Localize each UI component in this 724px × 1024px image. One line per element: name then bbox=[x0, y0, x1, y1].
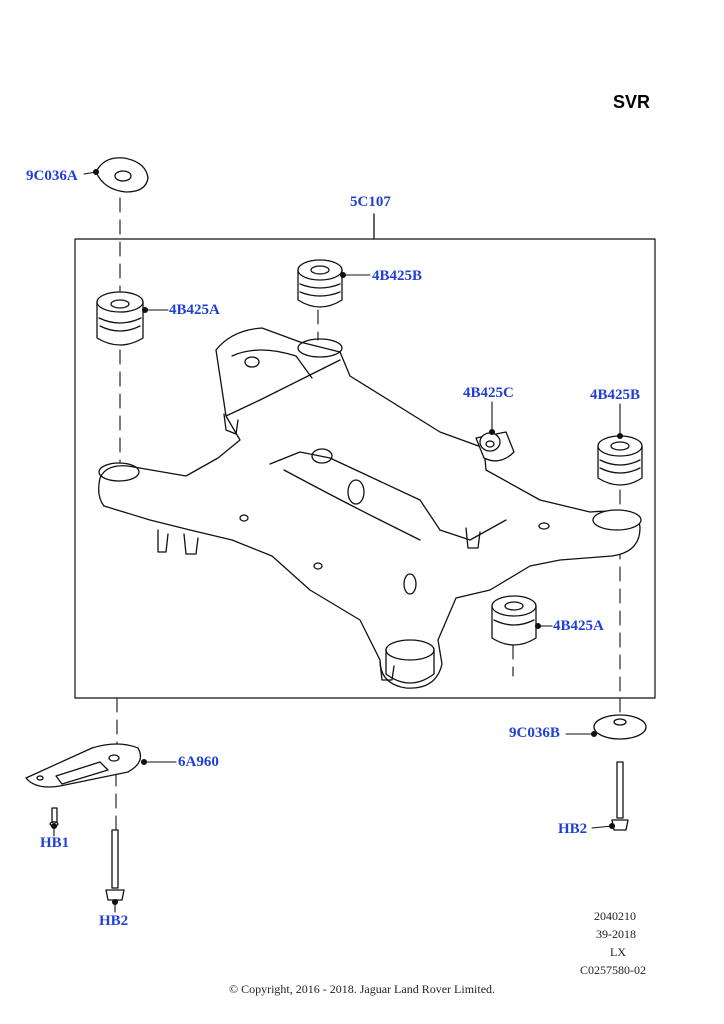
callout-hb1[interactable]: HB1 bbox=[40, 835, 70, 851]
bracket-6a960-part bbox=[25, 743, 142, 788]
variant-label: SVR bbox=[612, 92, 650, 112]
washer-9c036b-part bbox=[593, 714, 647, 740]
bush-4b425b-top-part bbox=[297, 259, 343, 308]
info-line-3: LX bbox=[610, 945, 626, 959]
callout-5c107[interactable]: 5C107 bbox=[350, 194, 391, 210]
callout-leaders bbox=[50, 168, 624, 913]
callout-4b425c[interactable]: 4B425C bbox=[463, 385, 514, 401]
callout-hb2-left[interactable]: HB2 bbox=[99, 913, 129, 929]
bush-4b425a-lower-part bbox=[491, 595, 537, 646]
callout-hb2-right[interactable]: HB2 bbox=[558, 821, 588, 837]
bush-4b425b-right-part bbox=[597, 435, 643, 486]
callout-9c036a[interactable]: 9C036A bbox=[26, 168, 78, 184]
bush-4b425a-upper-part bbox=[96, 291, 144, 346]
info-line-1: 2040210 bbox=[594, 909, 636, 923]
subframe-5c107-part bbox=[98, 327, 642, 689]
bolt-hb2-right-part bbox=[611, 761, 629, 831]
washer-9c036a-part bbox=[95, 157, 149, 193]
callout-9c036b[interactable]: 9C036B bbox=[509, 725, 560, 741]
callout-4b425b-right[interactable]: 4B425B bbox=[590, 387, 641, 403]
bolt-hb2-left-part bbox=[105, 829, 125, 901]
callout-6a960[interactable]: 6A960 bbox=[178, 754, 219, 770]
info-line-2: 39-2018 bbox=[596, 927, 636, 941]
assembly-center-lines bbox=[115, 197, 621, 831]
callout-4b425a-left[interactable]: 4B425A bbox=[169, 302, 220, 318]
callout-4b425a-lower[interactable]: 4B425A bbox=[553, 618, 604, 634]
subframe-assembly-frame bbox=[74, 238, 656, 699]
copyright-notice: © Copyright, 2016 - 2018. Jaguar Land Ro… bbox=[228, 982, 496, 996]
info-line-4: C0257580-02 bbox=[580, 963, 646, 977]
callout-4b425b-top[interactable]: 4B425B bbox=[372, 268, 423, 284]
